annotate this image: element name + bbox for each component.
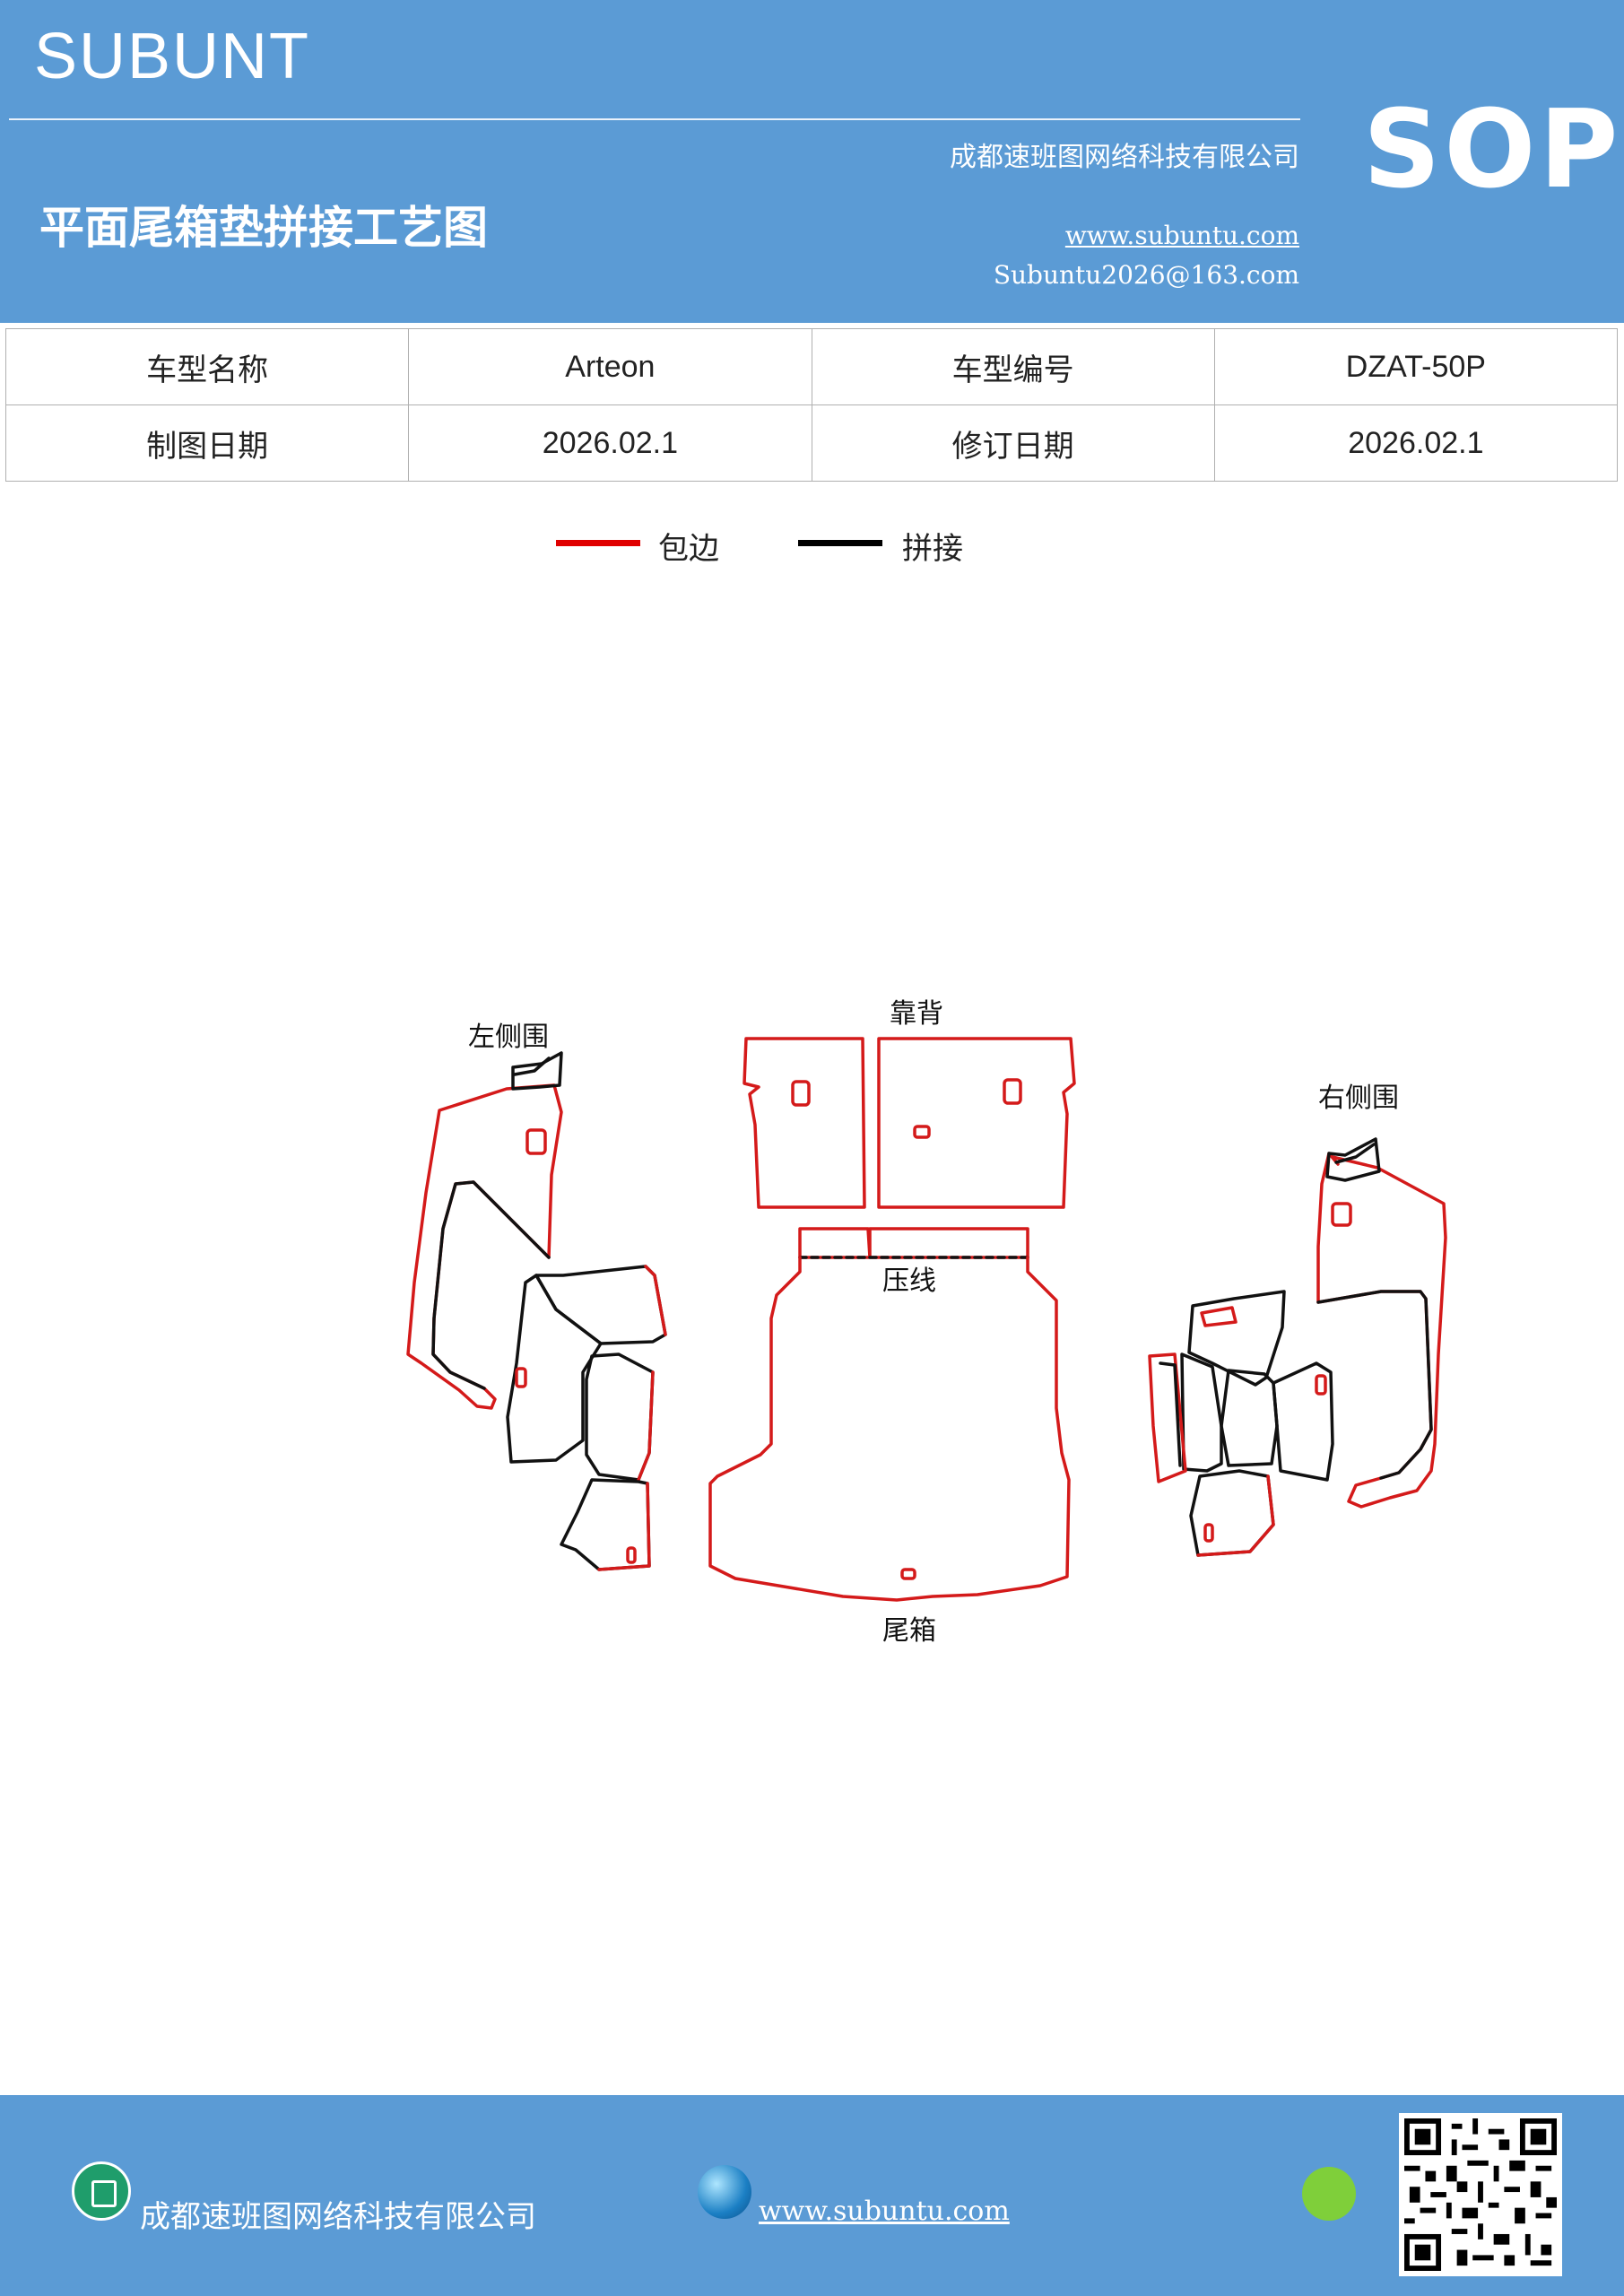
brand-logo-text: SUBUNT [34,21,311,92]
right-side-cutout [1331,1202,1352,1227]
trunk-center-cutout [900,1568,916,1580]
press-line-label: 压线 [882,1265,936,1297]
right-bottom-edge [1196,1474,1275,1557]
contact-email[interactable]: Subuntu2026@163.com [993,260,1299,290]
right-bottom-cutout [1203,1523,1214,1543]
model-code-label: 车型编号 [811,328,1215,405]
right-side-panel [1148,1137,1447,1557]
wechat-icon [1302,2167,1356,2221]
left-side-top-piece [511,1051,563,1091]
seam-label: 拼接 [902,531,963,567]
left-wheel-arch-edge [644,1265,667,1336]
backrest-label: 靠背 [890,998,943,1030]
left-lower-piece [585,1352,655,1482]
header-banner: SUBUNT 平面尾箱垫拼接工艺图 成都速班图网络科技有限公司 www.subu… [0,0,1624,323]
model-code-value: DZAT-50P [1213,328,1619,405]
globe-icon [698,2165,751,2219]
company-name: 成都速班图网络科技有限公司 [950,142,1299,173]
right-upper-flap [1200,1306,1238,1327]
header-divider [9,118,1300,120]
right-side-top-piece [1325,1137,1381,1182]
website-link[interactable]: www.subuntu.com [1064,221,1299,250]
right-left-strip [1180,1352,1223,1473]
model-name-label: 车型名称 [4,328,410,405]
footer-website-link[interactable]: www.subuntu.com [759,2196,1010,2227]
revision-date-label: 修订日期 [811,404,1215,482]
left-inner-piece [506,1274,603,1464]
left-side-top-seam [513,1057,551,1076]
trunk-label: 尾箱 [882,1615,936,1647]
right-right-piece [1272,1361,1334,1482]
left-side-cutout [525,1128,547,1155]
seam-swatch [798,540,882,546]
edge-binding-label: 包边 [658,531,719,567]
right-edge-strip [1148,1352,1187,1483]
left-side-seam [431,1180,551,1390]
right-side-label: 右侧围 [1318,1083,1399,1114]
revision-date-value: 2026.02.1 [1213,404,1619,482]
legend: 包边 拼接 [0,522,1624,576]
footer-company-name: 成都速班图网络科技有限公司 [140,2199,536,2235]
backrest-left-cutout [791,1080,811,1107]
backrest-panel [743,1037,1076,1209]
draw-date-value: 2026.02.1 [408,404,812,482]
draw-date-label: 制图日期 [4,404,410,482]
footer-banner: 成都速班图网络科技有限公司 www.subuntu.com [0,2095,1624,2296]
left-bottom-edge [597,1482,651,1571]
left-wheel-arch-piece [534,1265,667,1345]
right-edge-strip-inner [1159,1361,1182,1467]
table-row: 车型名称 Arteon 车型编号 DZAT-50P [4,328,1619,405]
trunk-mat-diagram: 左侧围 靠背 右侧围 压线 尾箱 [406,998,1447,1647]
left-lower-edge [637,1370,655,1482]
right-side-seam [1316,1290,1433,1480]
qr-code-icon[interactable] [1399,2113,1562,2276]
model-name-value: Arteon [408,328,812,405]
left-side-panel [406,1051,667,1571]
right-center-block [1220,1369,1279,1467]
vehicle-info-table: 车型名称 Arteon 车型编号 DZAT-50P 制图日期 2026.02.1… [4,328,1619,482]
left-bottom-cutout [626,1546,637,1564]
trunk-top-strip [798,1227,1029,1259]
document-title: 平面尾箱垫拼接工艺图 [39,202,488,254]
trunk-main-piece [708,1256,1071,1602]
trunk-floor-panel [708,1227,1071,1602]
building-icon [72,2161,131,2221]
edge-binding-swatch [556,540,640,546]
right-bottom-piece [1189,1469,1275,1557]
sop-badge: SOP [1363,88,1622,213]
right-side-top-seam [1334,1143,1376,1164]
backrest-right-piece [877,1037,1076,1209]
left-inner-cutout [515,1367,527,1388]
backrest-left-piece [743,1037,866,1209]
table-row: 制图日期 2026.02.1 修订日期 2026.02.1 [4,404,1619,482]
backrest-right-cutout [1003,1078,1022,1105]
backrest-center-cutout [913,1125,931,1139]
right-right-cutout [1315,1374,1327,1396]
left-side-label: 左侧围 [468,1022,549,1053]
